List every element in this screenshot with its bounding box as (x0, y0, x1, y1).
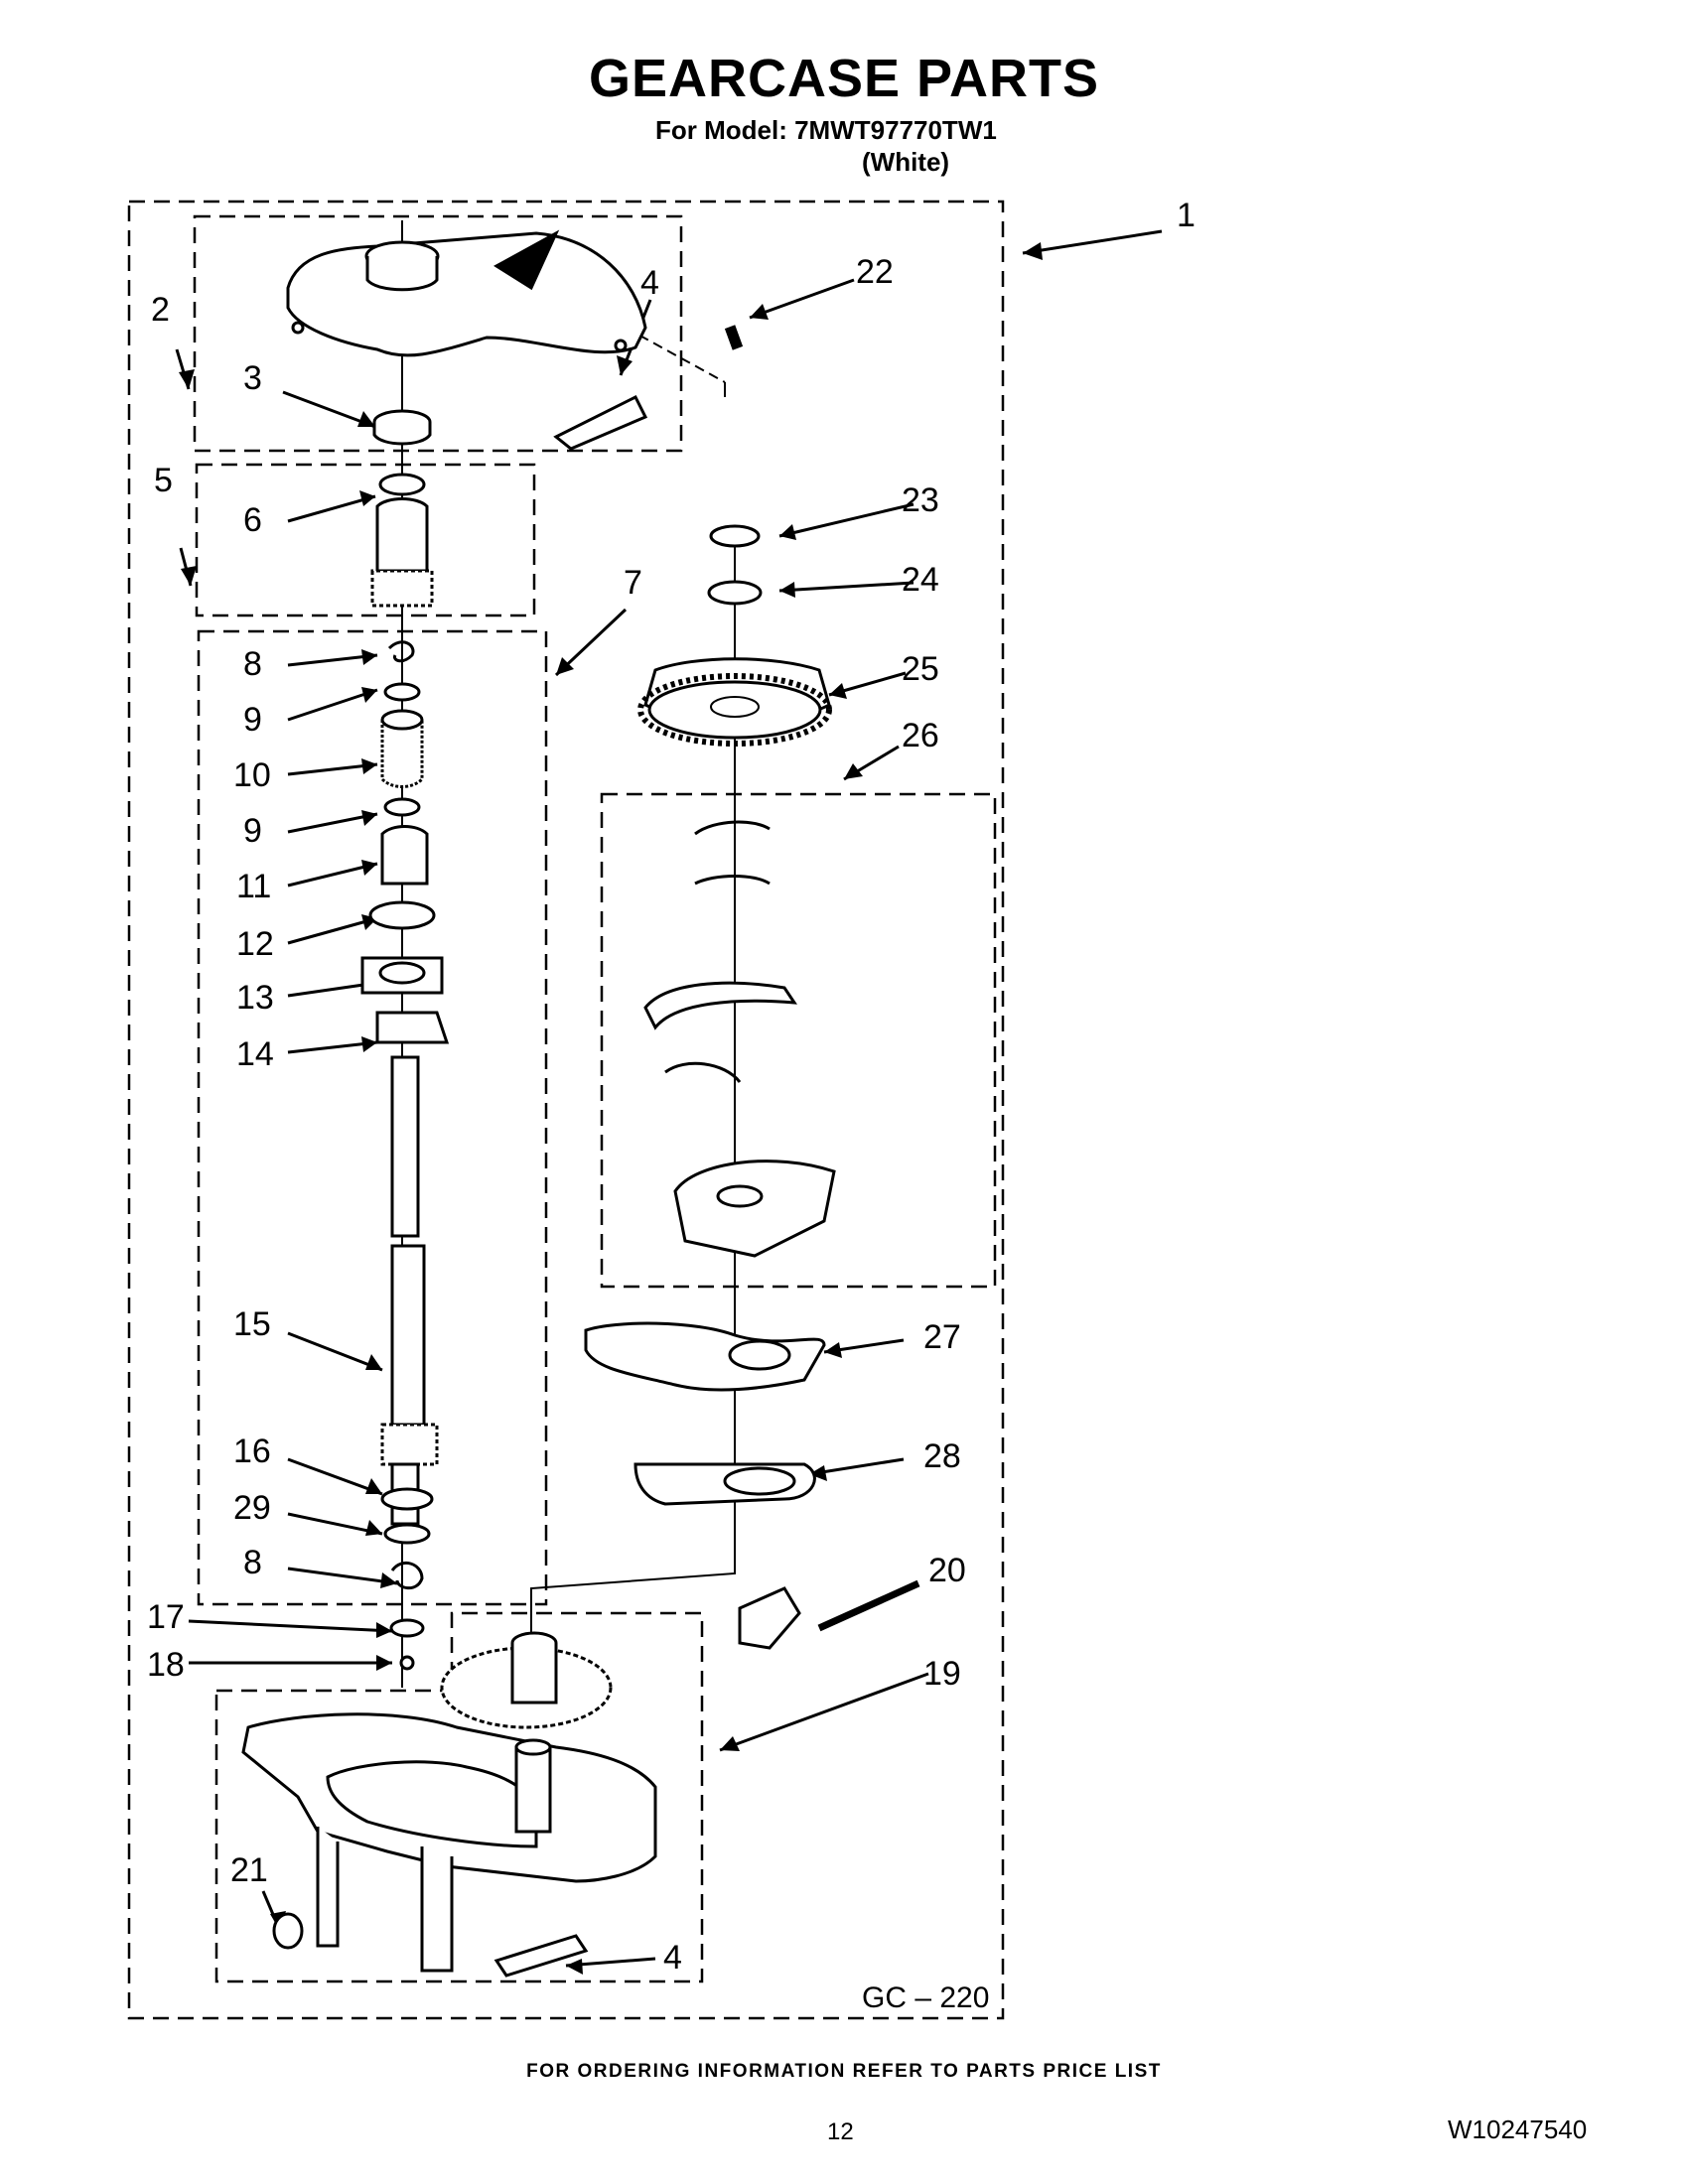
case-assembly-19 (241, 1631, 657, 1973)
callout-18: 18 (147, 1646, 185, 1684)
callout-25: 25 (902, 650, 939, 688)
callout-8b: 8 (243, 1544, 262, 1581)
callout-27: 27 (923, 1318, 961, 1356)
color-line: (White) (862, 147, 950, 177)
callout-14: 14 (236, 1035, 274, 1073)
callout-9: 9 (243, 701, 262, 739)
callout-22: 22 (856, 253, 894, 291)
callout-1: 1 (1177, 197, 1196, 234)
callout-28: 28 (923, 1437, 961, 1475)
callout-6: 6 (243, 501, 262, 539)
model-line: For Model: 7MWT97770TW1 (655, 115, 997, 145)
callout-5: 5 (154, 462, 173, 499)
callout-16: 16 (233, 1433, 271, 1470)
callout-15: 15 (233, 1305, 271, 1343)
page-number: 12 (827, 2118, 854, 2145)
callout-4b: 4 (663, 1939, 682, 1977)
callout-9b: 9 (243, 812, 262, 850)
callout-7: 7 (624, 564, 642, 602)
callout-23: 23 (902, 481, 939, 519)
boundary-gearcase-1 (127, 200, 1005, 2020)
callout-13: 13 (236, 979, 274, 1017)
gearcase-parts-icons (360, 325, 744, 1671)
callout-11: 11 (236, 868, 271, 905)
boundary-shift-kit-26 (600, 792, 997, 1289)
callout-21: 21 (230, 1851, 268, 1889)
leader-lines (175, 229, 1163, 1968)
boundary-shaft-kit-7 (197, 629, 548, 1606)
callout-3: 3 (243, 359, 262, 397)
callout-24: 24 (902, 561, 939, 599)
callout-19: 19 (923, 1655, 961, 1693)
callout-20: 20 (928, 1552, 966, 1589)
callout-17: 17 (147, 1598, 185, 1636)
callout-26: 26 (902, 717, 939, 754)
boundary-cover-2 (193, 214, 683, 453)
drive-gear-25 (637, 673, 832, 747)
ordering-note: FOR ORDERING INFORMATION REFER TO PARTS … (526, 2061, 1162, 2082)
boundary-pinion-5 (195, 463, 536, 617)
misc-parts (493, 1579, 920, 1978)
callout-4: 4 (640, 264, 659, 302)
callout-8: 8 (243, 645, 262, 683)
page-title: GEARCASE PARTS (588, 49, 1100, 108)
callout-29: 29 (233, 1489, 271, 1527)
callout-10: 10 (233, 756, 271, 794)
callout-12: 12 (236, 925, 274, 963)
callout-labels: 1 2 3 4 5 6 7 8 9 10 9 11 12 13 14 15 16… (147, 197, 1196, 2014)
callout-2: 2 (151, 291, 170, 329)
shift-parts-icons (584, 524, 836, 1506)
document-number: W10247540 (1448, 2115, 1588, 2144)
diagram-code: GC – 220 (862, 1981, 989, 2014)
gearcase-cover (286, 229, 647, 357)
